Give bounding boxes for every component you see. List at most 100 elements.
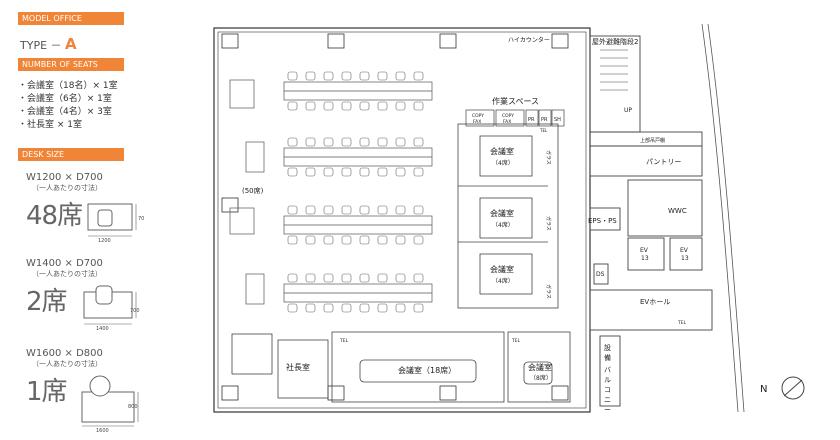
svg-text:会議室: 会議室: [490, 208, 514, 218]
svg-text:備: 備: [604, 353, 611, 362]
columns: [221, 33, 569, 401]
chair: [377, 101, 388, 111]
chair: [287, 273, 298, 283]
chair: [287, 137, 298, 147]
chair: [377, 273, 388, 283]
chair: [341, 235, 352, 245]
ev-hall-label: EVホール: [640, 298, 670, 306]
chair: [341, 205, 352, 215]
chair: [341, 137, 352, 147]
svg-text:（4席）: （4席）: [492, 277, 514, 285]
chair: [395, 273, 406, 283]
svg-text:会議室: 会議室: [490, 264, 514, 274]
floor-plan: (50席) 会議室 （4席） 会議室 （4席） 会議室 （4席） ガラス ガラス…: [213, 23, 805, 414]
svg-text:TEL: TEL: [539, 128, 548, 133]
chair: [323, 137, 334, 147]
meeting-room-8: 会議室: [528, 362, 552, 372]
chair: [323, 167, 334, 177]
chair: [305, 303, 316, 313]
desk-count: 48席: [26, 201, 83, 231]
svg-text:DS: DS: [596, 271, 605, 278]
seat-item: ・会議室（18名）× 1室: [18, 81, 118, 91]
chair: [341, 167, 352, 177]
meeting-rooms: [457, 123, 559, 309]
chair: [287, 71, 298, 81]
svg-text:ー: ー: [604, 406, 611, 414]
svg-text:UP: UP: [624, 107, 632, 114]
chair: [413, 205, 424, 215]
svg-text:TEL: TEL: [677, 320, 687, 326]
curved-boundary: [701, 23, 745, 413]
desk-illustration-3: 1600 800: [78, 372, 144, 432]
chair: [359, 303, 370, 313]
svg-text:ガラス: ガラス: [545, 284, 552, 299]
svg-text:COPY: COPY: [472, 113, 484, 119]
svg-text:（8席）: （8席）: [530, 374, 552, 382]
svg-text:ニ: ニ: [604, 396, 611, 404]
seat-list: ・会議室（18名）× 1室 ・会議室（6名）× 1室 ・会議室（4名）× 3室 …: [18, 80, 118, 132]
sidebar: MODEL OFFICE TYPE － A NUMBER OF SEATS ・会…: [0, 0, 215, 440]
chair: [305, 273, 316, 283]
desk-count: 1席: [26, 377, 68, 407]
svg-text:700: 700: [130, 308, 140, 314]
chair: [377, 137, 388, 147]
president-room: 社長室: [286, 362, 310, 372]
svg-text:13: 13: [681, 255, 689, 262]
chair: [287, 235, 298, 245]
seat-item: ・会議室（6名）× 1室: [18, 94, 112, 104]
chair: [287, 167, 298, 177]
desk-illustration-2: 1400 700: [80, 282, 140, 330]
chair: [305, 101, 316, 111]
work-space-label: 作業スペース: [492, 96, 539, 106]
chair: [395, 101, 406, 111]
svg-text:13: 13: [641, 255, 649, 262]
chair: [377, 205, 388, 215]
chair: [341, 273, 352, 283]
chair: [341, 71, 352, 81]
chairs: [287, 71, 424, 313]
chair: [287, 303, 298, 313]
chair: [395, 303, 406, 313]
svg-text:ル: ル: [604, 376, 611, 384]
work-equipment: [465, 109, 565, 127]
svg-text:会議室: 会議室: [490, 146, 514, 156]
svg-text:COPY: COPY: [502, 113, 514, 119]
chair: [377, 303, 388, 313]
high-counter: ハイカウンター: [508, 36, 550, 44]
chair: [359, 167, 370, 177]
chair: [395, 205, 406, 215]
chair: [323, 71, 334, 81]
svg-text:1400: 1400: [96, 326, 109, 330]
solo-desks: [229, 79, 265, 305]
svg-text:PR: PR: [528, 117, 535, 123]
desk-illustration-1: 1200 700: [84, 200, 144, 242]
outer-wall: [213, 27, 591, 413]
chair: [359, 205, 370, 215]
desk-islands: [283, 81, 433, 303]
chair: [413, 273, 424, 283]
balcony-label: 設 備 バ ル コ ニ ー: [604, 343, 611, 414]
desk-spec-3: W1600 × D800 （一人あたりの寸法） 1席: [26, 348, 103, 407]
meeting-room-labels: 会議室 （4席） 会議室 （4席） 会議室 （4席） ガラス ガラス ガラス: [490, 146, 552, 299]
chair: [395, 71, 406, 81]
chair: [305, 205, 316, 215]
chair: [413, 71, 424, 81]
desk-count: 2席: [26, 287, 68, 317]
svg-text:EV: EV: [680, 247, 689, 254]
type-label: TYPE － A: [20, 35, 77, 53]
seat-item: ・社長室 × 1室: [18, 120, 82, 130]
type-letter: A: [65, 35, 77, 53]
svg-text:設: 設: [604, 343, 611, 352]
chair: [377, 167, 388, 177]
chair: [413, 167, 424, 177]
chair: [395, 235, 406, 245]
chair: [323, 273, 334, 283]
svg-text:N: N: [760, 384, 767, 395]
svg-text:ガラス: ガラス: [545, 150, 552, 165]
svg-text:（4席）: （4席）: [492, 221, 514, 229]
svg-text:EV: EV: [640, 247, 649, 254]
desk-spec-1: W1200 × D700 （一人あたりの寸法） 48席: [26, 172, 103, 231]
svg-text:PR: PR: [541, 117, 548, 123]
svg-text:バ: バ: [604, 366, 611, 374]
